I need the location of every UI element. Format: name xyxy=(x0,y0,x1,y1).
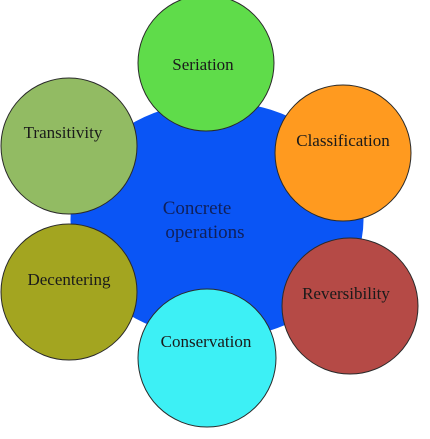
node-reversibility-label: Reversibility xyxy=(302,284,390,303)
node-decentering: Decentering xyxy=(0,223,138,361)
node-reversibility: Reversibility xyxy=(281,237,419,375)
node-classification-circle xyxy=(274,84,412,222)
node-decentering-circle xyxy=(0,223,138,361)
node-seriation-label: Seriation xyxy=(172,55,234,74)
node-decentering-label: Decentering xyxy=(27,270,111,289)
node-conservation-label: Conservation xyxy=(161,332,252,351)
node-transitivity-circle xyxy=(0,77,138,215)
node-transitivity-label: Transitivity xyxy=(24,123,103,142)
node-classification-label: Classification xyxy=(296,131,390,150)
node-classification: Classification xyxy=(274,84,412,222)
node-conservation: Conservation xyxy=(137,288,277,428)
node-seriation: Seriation xyxy=(137,0,275,132)
node-reversibility-circle xyxy=(281,237,419,375)
node-conservation-circle xyxy=(137,288,277,428)
node-transitivity: Transitivity xyxy=(0,77,138,215)
node-seriation-circle xyxy=(137,0,275,132)
center-label-line-2: operations xyxy=(165,222,244,243)
center-label-line-1: Concrete xyxy=(163,198,232,219)
